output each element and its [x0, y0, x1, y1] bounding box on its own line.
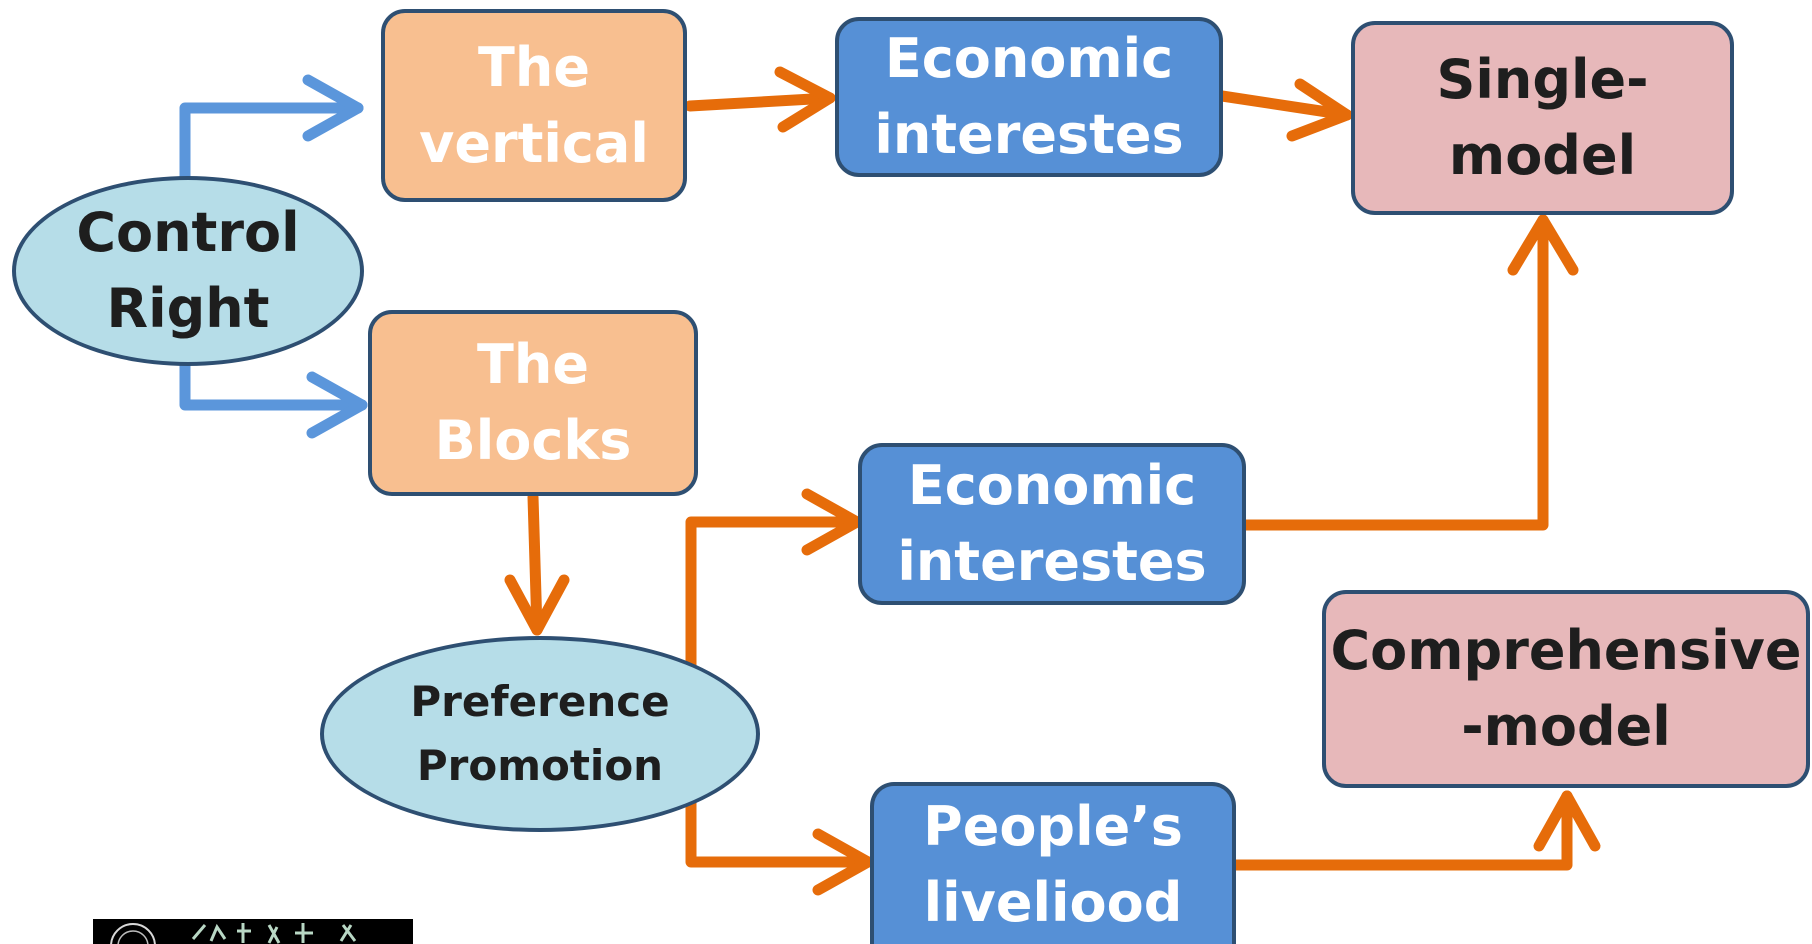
arrow-livelihood-to-comprehensive — [1229, 790, 1573, 871]
arrow-control-to-blocks — [179, 357, 368, 411]
preference-line2: Promotion — [416, 741, 664, 790]
economic-mid-line1: Economic — [907, 454, 1197, 517]
comprehensive-line1: Comprehensive — [1330, 619, 1802, 682]
arrowhead-preference-to-livelihood — [812, 828, 874, 896]
single-model-line1: Single- — [1436, 48, 1649, 111]
economic-top-line1: Economic — [884, 27, 1174, 90]
livelihood-line2: liveliood — [923, 871, 1183, 934]
comprehensive-line2: -model — [1461, 695, 1671, 758]
arrow-preference-to-economic-mid — [685, 516, 863, 671]
arrowhead-livelihood-to-comprehensive — [1533, 790, 1601, 852]
vertical-line2: vertical — [419, 111, 649, 175]
preference-line1: Preference — [410, 677, 670, 726]
control-right-line2: Right — [106, 277, 270, 340]
arrow-economic-mid-to-single — [1239, 214, 1549, 531]
university-seal-logo — [93, 919, 413, 944]
arrowhead-vertical-to-economic-top — [774, 66, 836, 133]
arrow-economic-top-to-single — [1216, 90, 1353, 121]
vertical-line1: The — [478, 35, 590, 99]
peoples-livelihood-node: People’s liveliood — [870, 782, 1236, 944]
control-right-line1: Control — [76, 201, 300, 264]
economic-mid-line2: interestes — [897, 530, 1207, 593]
economic-interests-mid-node: Economic interestes — [858, 443, 1246, 605]
seal-icon — [110, 923, 357, 944]
arrowhead-preference-to-economic-mid — [801, 488, 863, 556]
economic-interests-top-node: Economic interestes — [835, 17, 1223, 177]
blocks-line1: The — [477, 333, 589, 396]
economic-top-line2: interestes — [874, 103, 1184, 166]
arrow-control-to-vertical — [179, 102, 364, 184]
arrowhead-control-to-blocks — [306, 371, 368, 439]
single-model-node: Single- model — [1351, 21, 1734, 215]
arrow-vertical-to-economic-top — [684, 92, 836, 112]
comprehensive-model-node: Comprehensive -model — [1322, 590, 1810, 788]
arrowhead-blocks-to-preference — [504, 574, 570, 636]
arrow-blocks-to-preference — [527, 491, 543, 636]
vertical-node: The vertical — [381, 9, 687, 202]
livelihood-line1: People’s — [923, 795, 1183, 858]
arrowhead-economic-top-to-single — [1286, 78, 1353, 142]
arrowhead-control-to-vertical — [302, 74, 364, 142]
preference-promotion-node: Preference Promotion — [320, 636, 760, 832]
single-model-line2: model — [1448, 124, 1637, 187]
control-right-node: Control Right — [12, 176, 364, 366]
arrow-preference-to-livelihood — [685, 794, 874, 868]
blocks-node: The Blocks — [368, 310, 698, 496]
blocks-line2: Blocks — [434, 409, 632, 472]
arrowhead-economic-mid-to-single — [1507, 214, 1579, 276]
